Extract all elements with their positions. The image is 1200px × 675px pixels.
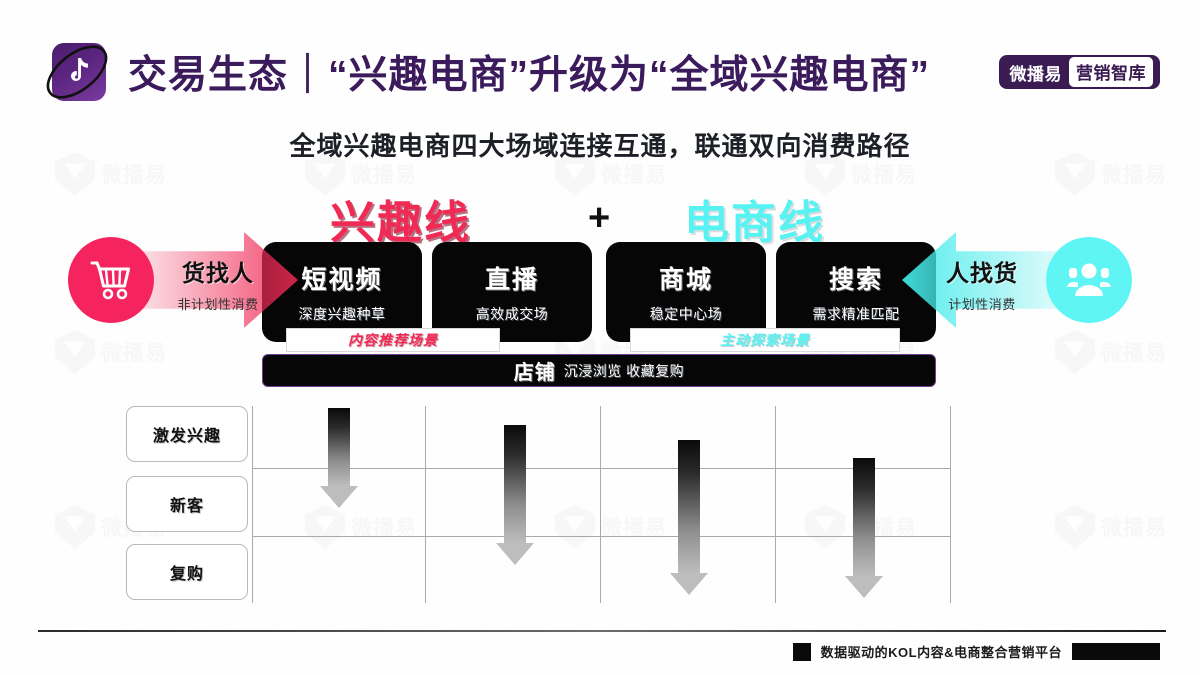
arrow-head-icon [496,543,534,565]
badge-brand: 微播易 [1009,64,1062,84]
group-gap [592,242,606,342]
funnel-arrow-short-video [320,408,358,508]
badge-tag: 营销智库 [1069,57,1153,87]
watermark-label: 微播易 [351,164,417,187]
card-title: 直播 [484,266,539,294]
tiktok-note-icon [71,58,88,82]
funnel-grid: 激发兴趣 新客 复购 [0,400,1200,605]
funnel-row-label-1: 新客 [126,476,248,532]
watermark: 微播易 [1055,330,1167,374]
funnel-arrow-mall [670,440,708,595]
interest-card-group: 短视频 深度兴趣种草 直播 高效成交场 [262,242,592,342]
arrow-shaft [853,458,875,576]
right-flow-title: 人找货 [946,260,1018,286]
left-flow-subtitle: 非计划性消费 [177,297,259,312]
cart-circle [68,237,154,323]
footer-bar [1072,643,1160,660]
watermark-label: 微播易 [101,164,167,187]
left-flow-text: 货找人 非计划性消费 [158,254,278,313]
card-subtitle: 高效成交场 [475,306,549,322]
funnel-arrow-live [496,425,534,565]
card-subtitle: 需求精准匹配 [812,306,900,322]
store-title: 店铺 [513,362,556,384]
grid-vline [775,406,776,603]
card-title: 搜索 [828,266,883,294]
card-title: 短视频 [301,266,383,294]
scene-band-active-exploration: 主动探索场景 [630,328,900,352]
people-circle [1046,237,1132,323]
subtitle: 全域兴趣电商四大场域连接互通，联通双向消费路径 [289,131,911,161]
ecommerce-line-label: 电商线 [684,197,826,248]
store-bar[interactable]: 店铺 沉浸浏览 收藏复购 [262,354,936,387]
right-flow-subtitle: 计划性消费 [948,297,1016,312]
footer-divider [38,630,1166,632]
right-flow-text: 人找货 计划性消费 [922,254,1042,313]
grid-vline [252,406,253,603]
arrow-shaft [504,425,526,543]
card-gap [766,242,776,342]
arrow-head-icon [670,573,708,595]
scene-card-search[interactable]: 搜索 需求精准匹配 [776,242,936,342]
footer-square-icon [792,642,811,661]
arrow-shaft [678,440,700,573]
ecommerce-card-group: 商城 稳定中心场 搜索 需求精准匹配 [606,242,936,342]
watermark-label: 微播易 [1101,342,1167,365]
watermark-label: 微播易 [601,164,667,187]
watermark-label: 微播易 [851,164,917,187]
scene-card-short-video[interactable]: 短视频 深度兴趣种草 [262,242,422,342]
grid-hline [252,468,950,469]
weiboyi-shield-icon [55,330,95,374]
watermark: 微播易 [55,330,167,374]
arrow-head-icon [845,576,883,598]
scene-cards: 短视频 深度兴趣种草 直播 高效成交场 商城 稳定中心场 搜索 需求精准匹配 [262,242,936,342]
card-subtitle: 稳定中心场 [649,306,723,322]
brand-logo [40,37,114,107]
card-title: 商城 [658,266,713,294]
scene-band-label: 主动探索场景 [720,332,810,348]
scene-card-live[interactable]: 直播 高效成交场 [432,242,592,342]
weiboyi-shield-icon [1055,330,1095,374]
plus-symbol: + [588,197,611,239]
left-flow-title: 货找人 [182,260,254,286]
scene-band-content-recommendation: 内容推荐场景 [286,328,500,352]
watermark-label: 微播易 [101,342,167,365]
brand-badge: 微播易 营销智库 [998,55,1160,89]
grid-vline [425,406,426,603]
card-gap [422,242,432,342]
footer-text: 数据驱动的KOL内容&电商整合营销平台 [820,645,1062,660]
interest-line-label: 兴趣线 [330,197,472,248]
grid-vline [950,406,951,603]
shopping-cart-icon [90,261,130,300]
people-group-icon [1067,263,1111,296]
grid-vline [600,406,601,603]
footer: 数据驱动的KOL内容&电商整合营销平台 [792,642,1160,661]
funnel-row-label-2: 复购 [126,544,248,600]
funnel-row-label-0: 激发兴趣 [126,406,248,462]
store-subtitle: 沉浸浏览 收藏复购 [563,362,685,379]
logo-orbit-ring-icon [46,45,108,99]
page-title: 交易生态｜“兴趣电商”升级为“全域兴趣电商” [128,54,931,97]
arrow-head-icon [320,486,358,508]
card-subtitle: 深度兴趣种草 [298,306,386,322]
arrow-shaft [328,408,350,486]
scene-band-label: 内容推荐场景 [348,332,438,348]
scene-card-mall[interactable]: 商城 稳定中心场 [606,242,766,342]
grid-hline [252,536,950,537]
watermark-label: 微播易 [1101,164,1167,187]
funnel-arrow-search [845,458,883,598]
